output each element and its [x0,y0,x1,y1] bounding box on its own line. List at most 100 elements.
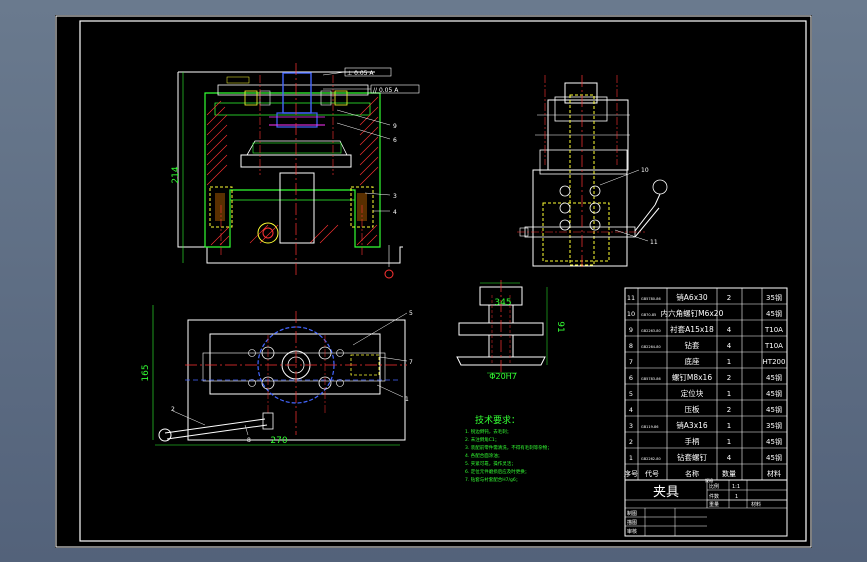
bom-cell-no: 8 [629,342,633,350]
tech-line: 2. 未注倒角C1； [465,436,499,443]
inner-border [79,20,807,542]
tech-requirements: 技术要求： 1. 锐边倒钝，去毛刺； 2. 未注倒角C1； 3. 装配前零件需清… [465,414,552,483]
bom-cell-code: GB2264-80 [641,345,661,349]
dim-plan-height: 165 [141,364,151,381]
bom-cell-no: 6 [629,374,633,382]
bom-cell-no: 9 [629,326,633,334]
balloon-front-3: 3 [393,193,397,200]
plan-view: 165 270 5 7 1 2 8 [141,305,413,446]
bom-cell-material: T10A [764,326,783,334]
bom-cell-code: GB5783-86 [641,377,661,381]
side-view: 10 11 [517,75,668,270]
bom-cell-material: 45钢 [766,437,782,446]
balloon-front-1: 9 [393,123,397,130]
bom-cell-material: 45钢 [766,309,782,318]
material-label: 材料 [751,501,761,508]
bom-cell-code: GB2263-80 [641,329,661,333]
bom-cell-material: 35钢 [766,421,782,430]
drawing-name: 夹具 [653,485,679,500]
balloon-plan-4: 2 [171,406,175,413]
drawing-canvas: 214 9 6 3 4 ⊥ 0.05 A // 0.05 A [55,15,812,548]
tech-line: 1. 锐边倒钝，去毛刺； [465,428,511,435]
bom-cell-name: 内六角螺钉M6x20 [661,308,724,318]
weight-label: 重量 [709,501,719,508]
bom-cell-qty: 1 [727,422,731,430]
scale-label: 比例 [709,483,719,490]
bom-header-cell: 代号 [645,469,659,478]
bom-cell-name: 手柄 [685,436,700,446]
bom-cell-code: GB119-86 [641,425,659,429]
bom-cell-no: 11 [627,294,635,302]
bom-cell-material: 45钢 [766,389,782,398]
bom-cell-no: 1 [629,454,633,462]
balloon-plan-5: 8 [247,437,251,444]
bom-cell-name: 衬套A15x18 [670,324,714,334]
bom-cell-name: 销A3x16 [676,420,708,430]
front-view: 214 9 6 3 4 ⊥ 0.05 A // 0.05 A [171,63,420,279]
bom-header-cell: 序号 [624,469,638,478]
bom-header-cell: 材料 [767,469,781,478]
dim-detail-height: 91 [555,321,565,332]
balloon-side-2: 11 [650,239,658,246]
bom-cell-name: 钻套 [685,340,700,350]
tech-line: 4. 各配合面涂油； [465,452,502,459]
tech-line: 5. 夹紧可靠，操作灵活； [465,460,516,467]
balloon-side-1: 10 [641,167,649,174]
title-row: 制图 [627,510,637,517]
scale-value: 1:1 [732,484,740,490]
pieces-value: 1 [735,494,738,500]
bom-cell-qty: 2 [727,374,731,382]
bom-cell-no: 2 [629,438,633,446]
bom-cell-material: T10A [764,342,783,350]
bom-cell-name: 压板 [685,404,700,414]
pieces-label: 件数 [709,493,719,500]
bom-cell-name: 销A6x30 [676,292,708,302]
bom-cell-no: 10 [627,310,635,318]
tech-line: 6. 定位元件磨损后应及时更换； [465,468,529,475]
outer-border [55,15,812,548]
bom-cell-qty: 4 [727,342,732,350]
balloon-plan-3: 1 [405,396,409,403]
bom-cell-qty: 1 [727,438,731,446]
dim-detail-dia: Φ20H7 [489,372,517,381]
bom-cell-material: 45钢 [766,453,782,462]
bom-cell-code: GB70-85 [641,313,656,317]
bom-cell-code: GB2262-80 [641,457,661,461]
bom-cell-no: 3 [629,422,633,430]
title-row: 描图 [627,519,637,526]
bom-cell-name: 底座 [685,356,700,366]
drawing-sheet: 214 9 6 3 4 ⊥ 0.05 A // 0.05 A [55,15,812,548]
balloon-plan-1: 5 [409,310,413,317]
bom-header-cell: 数量 [722,469,736,478]
bom-cell-name: 钻套螺钉 [677,452,707,462]
tech-line: 3. 装配前零件需清洗，不得有毛刺等杂物； [465,444,552,451]
dim-top-height: 214 [171,166,181,183]
bom-cell-material: HT200 [763,358,786,366]
bom-cell-no: 4 [629,406,633,414]
bom-cell-material: 45钢 [766,405,782,414]
tech-line: 7. 钻套与衬套配合H7/g6； [465,476,520,483]
bom-cell-no: 5 [629,390,633,398]
detail-view: 345 91 Φ20H7 [456,280,565,381]
bom-cell-code: GB5780-86 [641,297,661,301]
bom-cell-material: 45钢 [766,373,782,382]
bom-cell-no: 7 [629,358,633,366]
bom-cell-qty: 4 [727,454,732,462]
bom-cell-qty: 4 [727,326,732,334]
balloon-plan-2: 7 [409,359,413,366]
bom-cell-name: 定位块 [681,388,704,398]
dim-plan-width: 270 [270,436,287,446]
tolerance-frame-1-text: ⊥ 0.05 A [347,70,374,77]
balloon-front-2: 6 [393,137,397,144]
bom-cell-qty: 2 [727,406,731,414]
title-block: 夹具 比例 1:1 件数 1 重量 材料 制图 描图 审核 [624,479,788,537]
dim-detail-top: 345 [494,298,511,308]
bom-cell-material: 35钢 [766,293,782,302]
bom-header-cell: 名称 [685,469,699,478]
bom-cell-qty: 2 [727,294,731,302]
balloon-front-4: 4 [393,209,397,216]
title-row: 审核 [627,528,637,535]
bom-cell-name: 螺钉M8x16 [672,372,712,382]
